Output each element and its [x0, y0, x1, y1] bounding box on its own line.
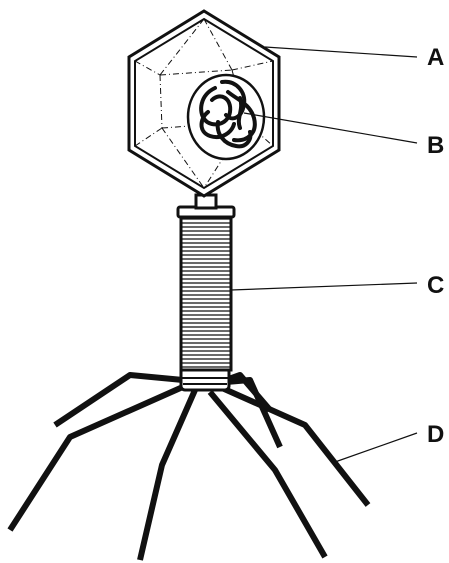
leader-line-a — [265, 47, 417, 57]
label-d: D — [427, 421, 444, 448]
collar — [178, 195, 234, 217]
tail-fiber — [140, 390, 195, 560]
tail-fiber — [10, 386, 185, 530]
leader-line-d — [335, 433, 417, 462]
tail-fibers — [10, 375, 368, 560]
genetic-material — [188, 75, 264, 159]
label-c: C — [427, 272, 444, 299]
leader-line-c — [231, 283, 417, 290]
label-a: A — [427, 44, 444, 71]
label-b: B — [427, 132, 444, 159]
tail-fiber — [222, 388, 368, 505]
tail-sheath — [181, 215, 231, 370]
